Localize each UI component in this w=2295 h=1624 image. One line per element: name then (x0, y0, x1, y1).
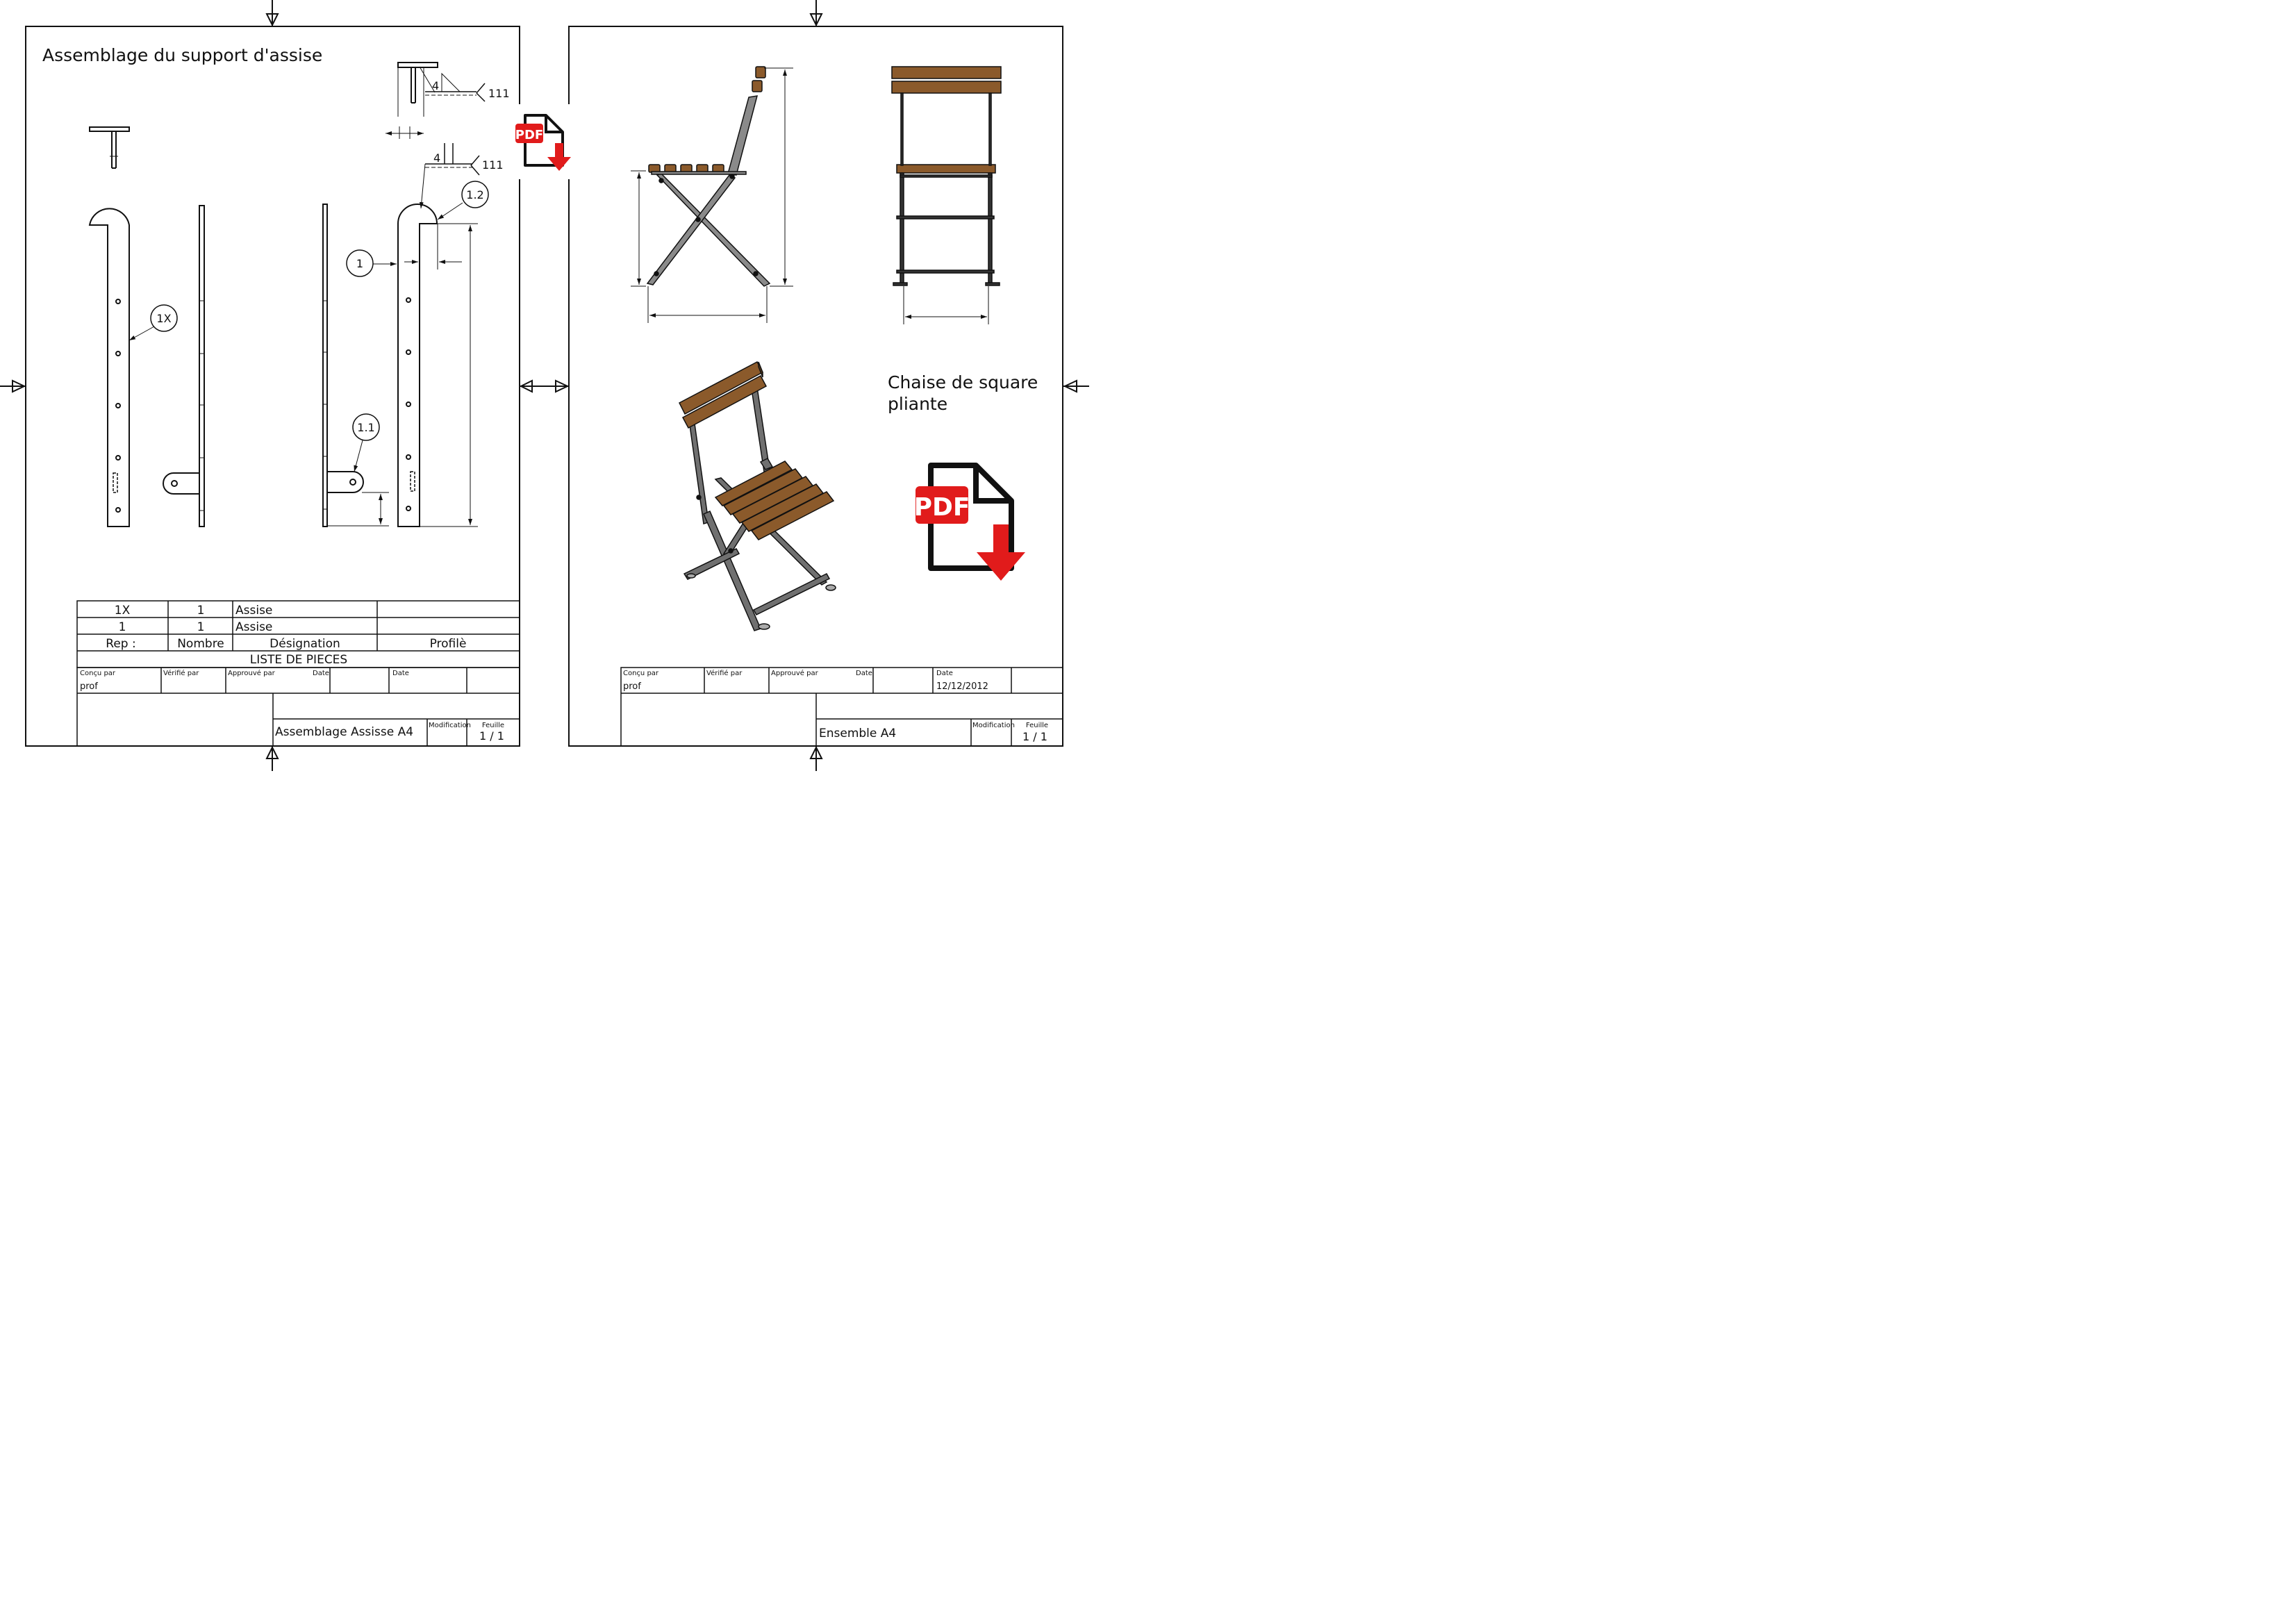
weld-top-size: 4 (432, 79, 439, 92)
parts-row1-designation: Assise (235, 604, 272, 618)
right-feuille-label: Feuille (1026, 722, 1048, 729)
right-modification-label: Modification (972, 722, 1015, 729)
parts-row2-rep: 1 (119, 620, 126, 634)
left-concu-par-label: Conçu par (80, 670, 116, 677)
right-sheet-title-line1: Chaise de square (888, 372, 1038, 392)
right-sheet: Chaise de square pliante Conçu par Vérif… (549, 0, 1089, 771)
right-date-value: 12/12/2012 (936, 681, 988, 692)
left-approuve-par-label: Approuvé par (228, 669, 276, 677)
weld-top-process: 111 (488, 87, 510, 100)
weld-detail-top (386, 62, 486, 139)
right-concu-par-value: prof (623, 681, 641, 692)
right-date-label-1: Date (856, 670, 872, 677)
left-centering-marks (0, 0, 549, 771)
right-verifie-par-label: Vérifié par (706, 669, 743, 677)
parts-row1-rep: 1X (115, 604, 131, 618)
balloon-1-circle (346, 249, 374, 277)
weld-bottom-process: 111 (482, 158, 504, 172)
parts-row2-designation: Assise (235, 620, 272, 634)
right-title-block (620, 667, 1063, 747)
parts-list-caption: LISTE DE PIECES (250, 653, 347, 667)
left-date-label-2: Date (392, 670, 409, 677)
right-feuille-value: 1 / 1 (1022, 730, 1047, 743)
balloon-1x-label: 1X (156, 312, 171, 325)
left-concu-par-value: prof (80, 681, 98, 692)
left-feuille-value: 1 / 1 (479, 729, 504, 743)
balloon-1-2-circle (461, 181, 489, 208)
parts-header-nombre: Nombre (177, 637, 224, 651)
parts-header-profile: Profilè (430, 637, 467, 651)
left-date-label-1: Date (313, 670, 329, 677)
right-date-label-2: Date (936, 670, 953, 677)
pdf-download-icon-small[interactable]: PDF (515, 104, 573, 179)
left-feuille-label: Feuille (482, 722, 504, 729)
part-1-front-view (397, 204, 478, 527)
right-centering-marks (549, 0, 1089, 771)
chair-front-view (891, 66, 1002, 324)
part-1x-side-view (163, 205, 205, 527)
drawing-canvas: Assemblage du support d'assise 4 1 (0, 0, 1089, 771)
part-1-side-view (322, 204, 389, 527)
left-sheet: Assemblage du support d'assise 4 1 (0, 0, 549, 771)
balloon-1-2-leader (437, 202, 463, 220)
pdf-label-large: PDF (914, 493, 970, 522)
parts-header-rep: Rep : (106, 637, 135, 651)
right-concu-par-label: Conçu par (623, 670, 659, 677)
parts-header-designation: Désignation (270, 637, 340, 651)
t-section-view (89, 126, 130, 169)
parts-row1-nombre: 1 (197, 604, 205, 618)
parts-list-table (76, 600, 520, 668)
left-sheet-title: Assemblage du support d'assise (42, 45, 322, 65)
chair-iso-view (679, 361, 836, 631)
left-modification-label: Modification (429, 722, 471, 729)
pdf-label-small: PDF (515, 128, 543, 142)
right-approuve-par-label: Approuvé par (771, 669, 819, 677)
part-1x-front-view (88, 208, 130, 527)
left-drawing-name: Assemblage Assisse A4 (275, 725, 413, 739)
balloon-1x-circle (150, 304, 178, 332)
parts-row2-nombre: 1 (197, 620, 205, 634)
right-drawing-name: Ensemble A4 (819, 727, 896, 740)
pdf-download-icon-large[interactable]: PDF (914, 463, 1025, 581)
left-verifie-par-label: Vérifié par (163, 669, 199, 677)
chair-side-view (631, 66, 793, 323)
balloon-1-1-label: 1.1 (357, 421, 374, 434)
balloon-1x-leader (129, 326, 155, 341)
right-sheet-title-line2: pliante (888, 394, 947, 414)
balloon-1-1-circle (352, 413, 380, 441)
weld-symbol-bottom (419, 143, 480, 209)
balloon-1-label: 1 (356, 257, 363, 270)
weld-bottom-size: 4 (433, 151, 440, 165)
left-title-block (76, 667, 520, 747)
balloon-1-1-leader (354, 440, 363, 472)
balloon-1-2-label: 1.2 (466, 188, 483, 201)
